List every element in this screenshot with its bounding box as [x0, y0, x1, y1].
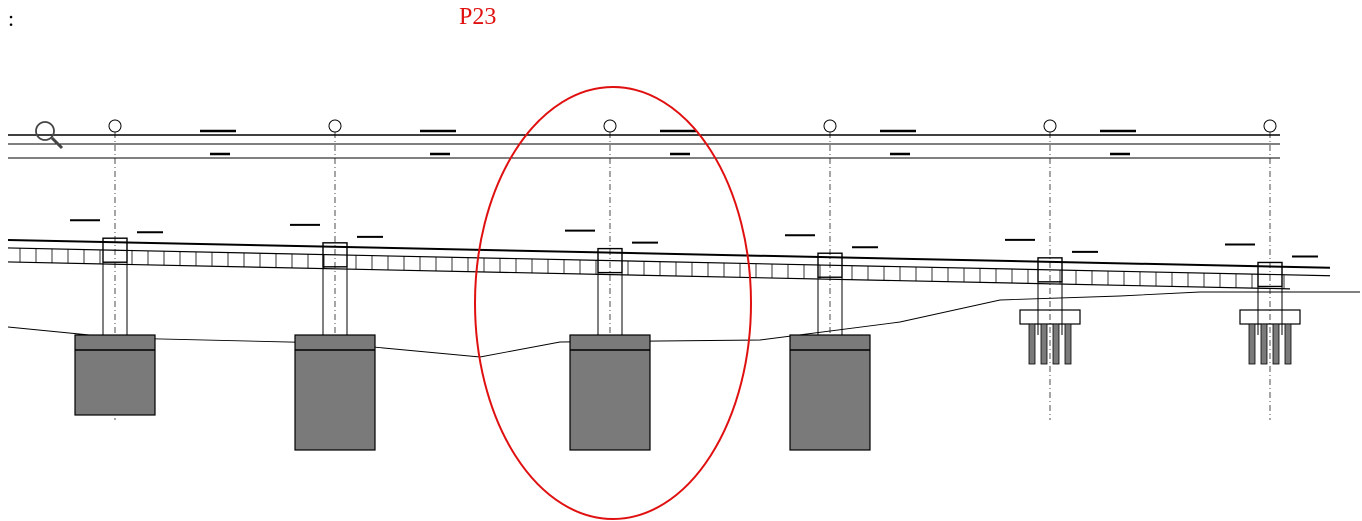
caisson-foundation — [294, 334, 376, 451]
pile-cap — [1239, 309, 1301, 325]
highlighted-pier-label: P23 — [459, 4, 497, 30]
bridge-deck — [7, 238, 1331, 290]
pile — [1248, 323, 1256, 365]
pile — [1040, 323, 1048, 365]
ground-profile — [7, 291, 1360, 358]
caisson-foundation — [569, 334, 651, 451]
pile — [1260, 323, 1268, 365]
caption-prefix: : — [8, 6, 15, 31]
pile — [1284, 323, 1292, 365]
annotations — [70, 219, 1318, 258]
pier-axis-marker — [108, 119, 122, 133]
pier-axis-marker — [328, 119, 342, 133]
deck-top-line — [7, 238, 1331, 269]
pier-cap — [102, 237, 128, 263]
pier-axis-marker — [603, 119, 617, 133]
pier-cap — [1257, 261, 1283, 288]
deck-slab-line — [7, 247, 1331, 277]
pile — [1064, 323, 1072, 365]
pier-cap — [1037, 257, 1063, 283]
pier-cap — [817, 252, 843, 278]
piers — [74, 119, 1301, 451]
pile-cap — [1019, 309, 1081, 325]
deck-bottom-line — [7, 261, 1291, 290]
magnifier-icon[interactable] — [32, 118, 66, 152]
pier-cap — [322, 242, 348, 268]
caisson-foundation — [74, 334, 156, 416]
highlight-ellipse — [474, 86, 752, 520]
ground-line — [7, 291, 1360, 358]
pier-axis-marker — [1263, 119, 1277, 133]
top-dimension-lines — [8, 129, 1280, 159]
pier-cap — [597, 247, 623, 274]
caisson-foundation — [789, 334, 871, 451]
pile — [1052, 323, 1060, 365]
pile — [1272, 323, 1280, 365]
pier-axis-marker — [823, 119, 837, 133]
pier-axis-marker — [1043, 119, 1057, 133]
pile — [1028, 323, 1036, 365]
